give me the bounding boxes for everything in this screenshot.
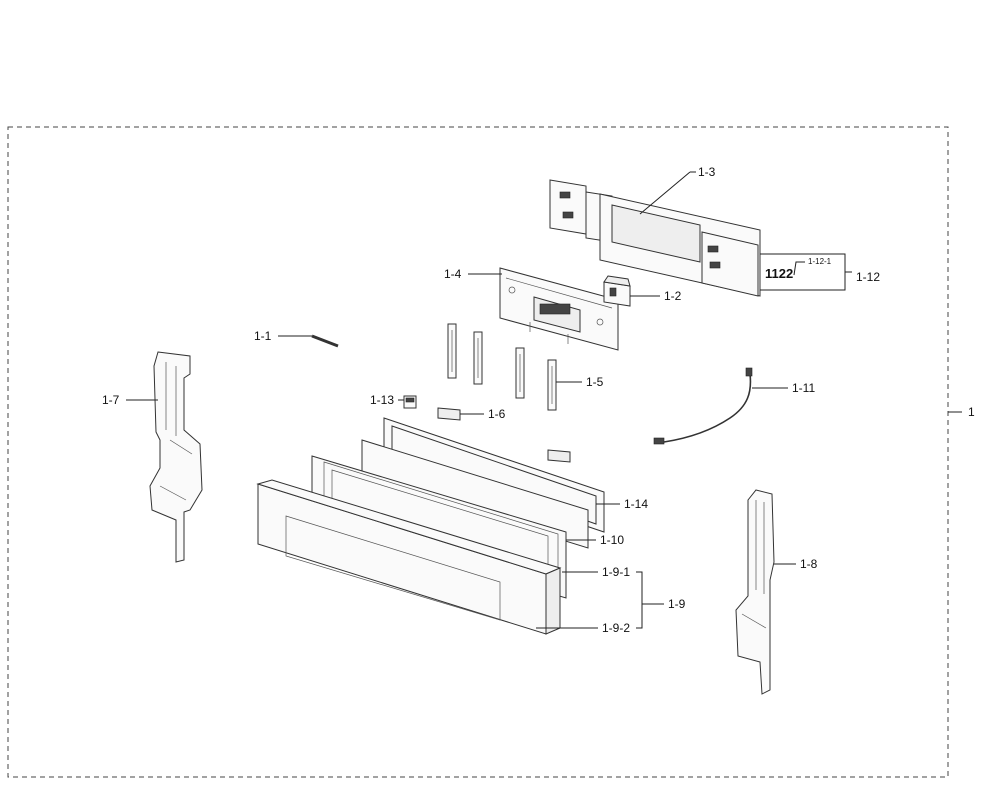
callout-1-13: 1-13 [370, 393, 394, 407]
part-1-1-pin [311, 334, 339, 348]
part-1-11-wire-harness [653, 367, 753, 445]
part-1-8-right-bracket [735, 489, 775, 695]
callout-1-4: 1-4 [444, 267, 462, 281]
callout-1-14: 1-14 [624, 497, 648, 511]
part-1-2-component [603, 275, 631, 307]
part-1-5-switch-strips [447, 323, 557, 411]
part-1-7-left-bracket [149, 351, 203, 563]
callout-1122: 1122 [765, 266, 793, 281]
callout-1-6: 1-6 [488, 407, 506, 421]
part-1-13-clip [403, 395, 417, 409]
callout-1-9: 1-9 [668, 597, 686, 611]
callout-1-10: 1-10 [600, 533, 624, 547]
callout-1-12-1: 1-12-1 [808, 257, 832, 266]
callout-1-3: 1-3 [698, 165, 716, 179]
callout-1-12: 1-12 [856, 270, 880, 284]
part-1-14-frame [361, 417, 605, 549]
callout-1-9-1: 1-9-1 [602, 565, 630, 579]
callout-1-5: 1-5 [586, 375, 604, 389]
part-1-3-bracket [549, 179, 761, 297]
part-1-9-front-panel [256, 479, 562, 635]
bracket-1-12 [760, 253, 852, 291]
assembly-boundary [7, 126, 949, 778]
callout-1-9-2: 1-9-2 [602, 621, 630, 635]
callout-1-8: 1-8 [800, 557, 818, 571]
part-1-6-connectors [437, 407, 571, 463]
callout-1-7: 1-7 [102, 393, 120, 407]
callout-1-2: 1-2 [664, 289, 682, 303]
leader-1-3 [639, 171, 691, 215]
callout-1-1: 1-1 [254, 329, 272, 343]
leader-1-12-1 [793, 261, 805, 276]
part-1-4-control-board [499, 267, 619, 351]
bracket-1-9 [636, 571, 664, 629]
assembly-label: 1 [968, 405, 975, 419]
callout-1-11: 1-11 [792, 381, 815, 395]
